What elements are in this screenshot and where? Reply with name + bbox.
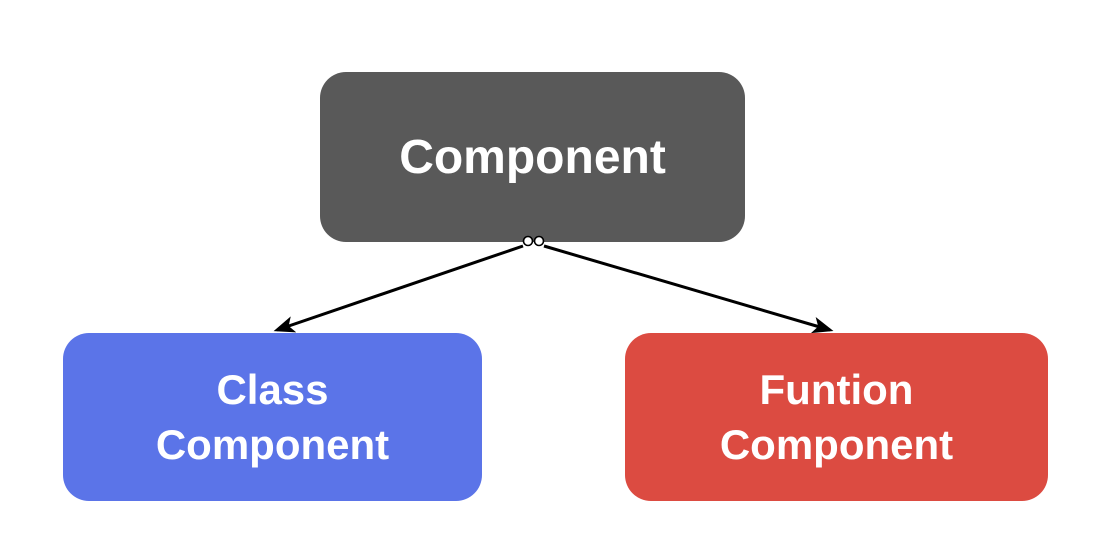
node-class-component: Class Component: [63, 333, 482, 501]
node-component-label: Component: [399, 130, 666, 184]
node-class-component-label-line2: Component: [155, 421, 390, 468]
node-funtion-component-label-line2: Component: [719, 421, 954, 468]
node-class-component-label-line1: Class: [216, 366, 329, 413]
node-component: Component: [320, 72, 745, 242]
node-funtion-component-label-line1: Funtion: [759, 366, 914, 413]
edge-component-to-class-component: [273, 244, 524, 333]
node-funtion-component: Funtion Component: [625, 333, 1048, 501]
edge-component-to-funtion-component: [543, 244, 834, 334]
